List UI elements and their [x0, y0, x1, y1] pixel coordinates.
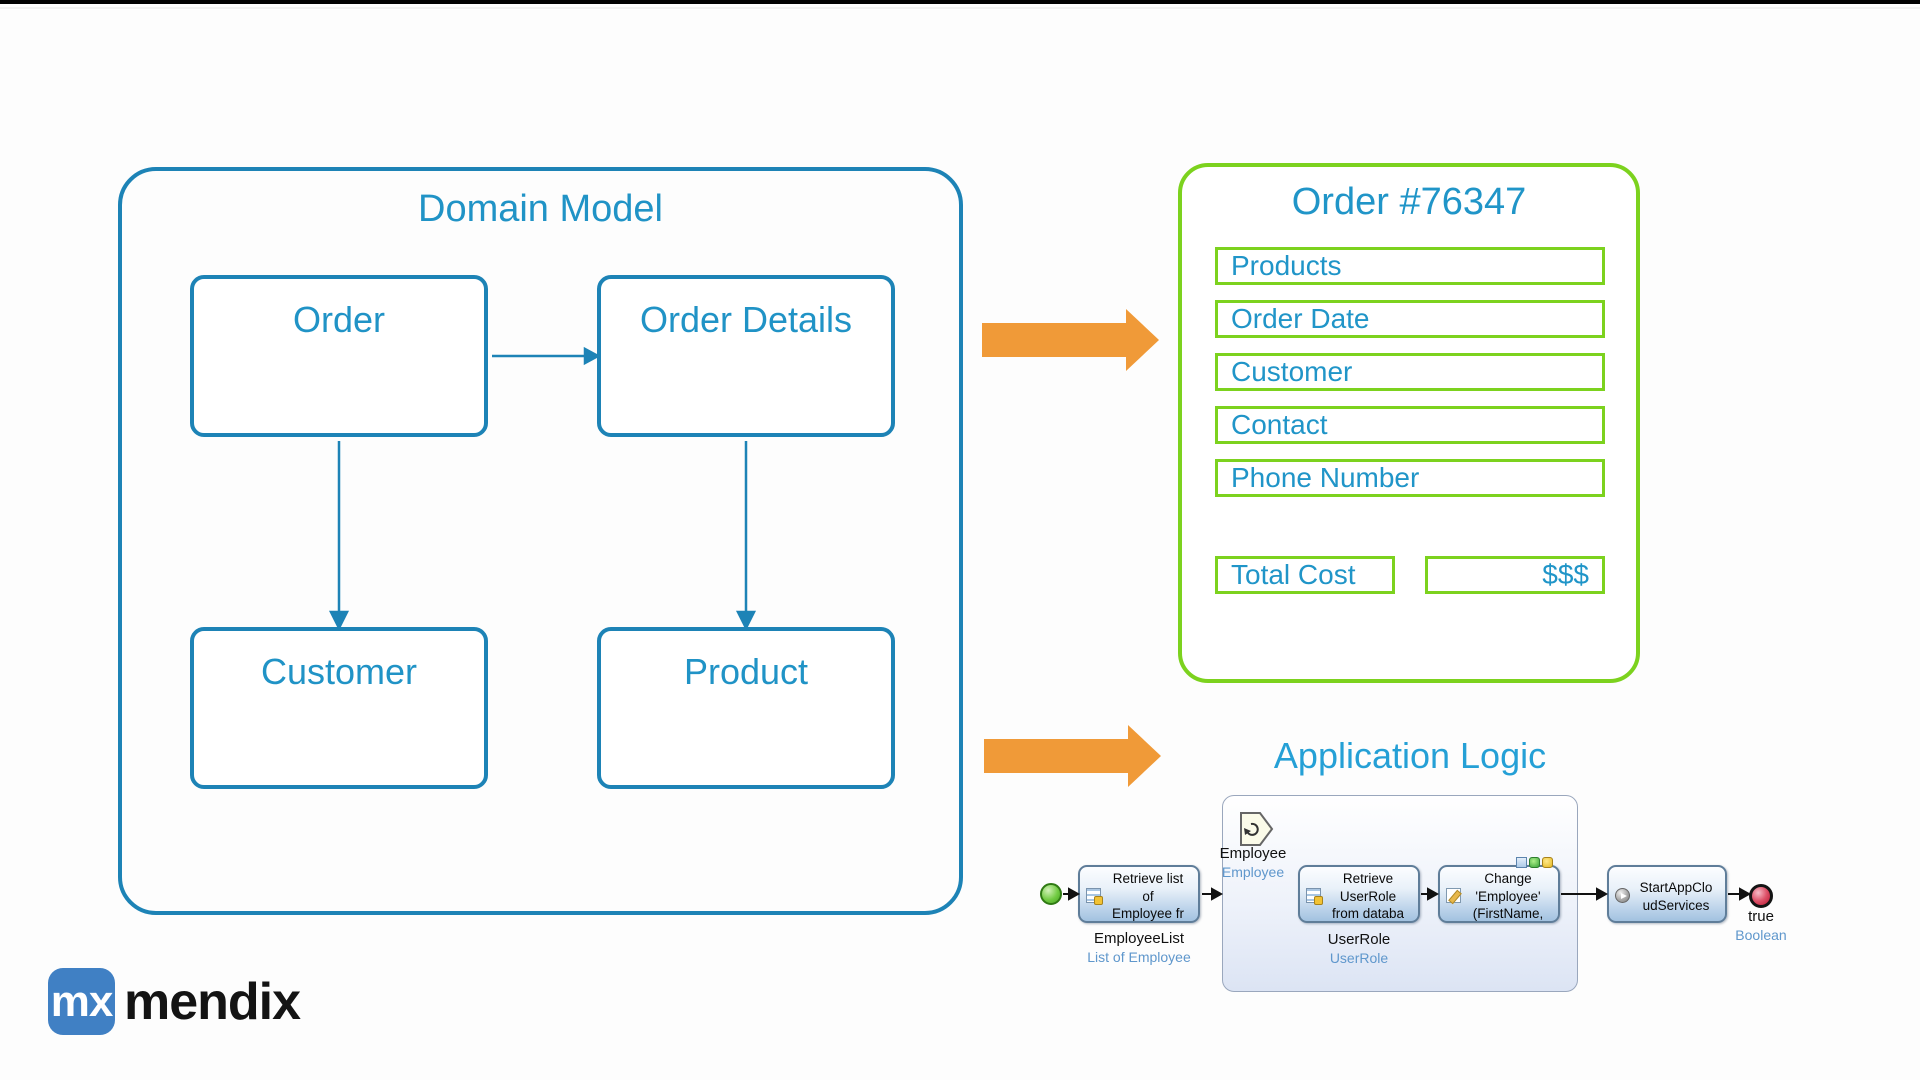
activity-text: Change [1484, 871, 1532, 886]
end-event-value: true [1748, 908, 1774, 925]
arrow-to-order-form [982, 309, 1159, 371]
entity-order-label: Order [292, 299, 386, 340]
end-event-type: Boolean [1735, 927, 1787, 943]
field-total-cost-label: Total Cost [1231, 559, 1356, 590]
activity-text: udServices [1642, 897, 1710, 913]
activity-retrieve-userrole-caption: UserRole UserRole [1288, 931, 1430, 967]
entity-product-label: Product [683, 651, 809, 692]
variable-type: UserRole [1329, 950, 1389, 966]
annotation-name: Employee [1219, 845, 1287, 862]
activity-text: Retrieve [1342, 871, 1394, 886]
entity-order-details-label: Order Details [639, 299, 853, 340]
field-order-date-label: Order Date [1231, 303, 1370, 334]
start-event-icon [1040, 883, 1062, 905]
comment-badge-icon [1542, 857, 1553, 868]
field-products-label: Products [1231, 250, 1342, 281]
activity-text: (FirstName, [1472, 906, 1544, 921]
logo-name-text: mendix [124, 972, 301, 1031]
flow-arrowhead [1211, 887, 1224, 901]
entity-order: Order [190, 275, 488, 437]
field-order-date: Order Date [1215, 300, 1605, 338]
field-contact-label: Contact [1231, 409, 1328, 440]
entity-customer: Customer [190, 627, 488, 789]
variable-type: List of Employee [1087, 949, 1191, 965]
entity-order-details: Order Details [597, 275, 895, 437]
activity-text: Employee fr [1111, 906, 1185, 921]
arrow-to-application-logic [984, 725, 1161, 787]
activity-text: of [1142, 888, 1154, 904]
top-black-bar [0, 0, 1920, 4]
activity-retrieve-employee-list: Retrieve list of Employee fr [1078, 865, 1200, 923]
mendix-logo-wordmark: mendix [124, 968, 301, 1035]
retrieve-list-icon [1086, 888, 1103, 905]
field-contact: Contact [1215, 406, 1605, 444]
end-event-icon [1749, 884, 1773, 908]
field-total-cost-value: $$$ [1425, 556, 1605, 594]
field-customer-label: Customer [1231, 356, 1353, 387]
field-phone-number-label: Phone Number [1231, 462, 1420, 493]
activity-text: 'Employee' [1475, 888, 1541, 904]
variable-name: UserRole [1327, 931, 1391, 948]
window-badge-icon [1516, 857, 1527, 868]
activity-text: StartAppClo [1639, 880, 1713, 895]
activity-badges [1516, 857, 1556, 869]
retrieve-icon [1306, 888, 1323, 905]
flow-arrowhead [1739, 887, 1752, 901]
flow-arrowhead [1596, 887, 1609, 901]
annotation-icon [1240, 812, 1274, 846]
annotation-caption: Employee Employee [1203, 845, 1303, 881]
application-logic-title: Application Logic [1273, 735, 1547, 776]
activity-retrieve-userrole: Retrieve UserRole from databa [1298, 865, 1420, 923]
microflow-call-icon [1615, 888, 1630, 903]
change-object-icon [1446, 888, 1461, 903]
logo-mx-text: mx [50, 976, 114, 1026]
entity-product: Product [597, 627, 895, 789]
field-phone-number: Phone Number [1215, 459, 1605, 497]
order-form-title: Order #76347 [1291, 181, 1527, 223]
field-customer: Customer [1215, 353, 1605, 391]
annotation-entity: Employee [1221, 864, 1285, 880]
mendix-logo-mark: mx [48, 968, 115, 1035]
domain-model-container [118, 167, 963, 915]
variable-name: EmployeeList [1093, 930, 1185, 947]
activity-startappcloudservices: StartAppClo udServices [1607, 865, 1727, 923]
top-divider-line [0, 7, 1920, 9]
field-products: Products [1215, 247, 1605, 285]
total-cost-value: $$$ [1542, 559, 1589, 590]
activity-text: Retrieve list [1112, 871, 1184, 886]
domain-model-title: Domain Model [418, 188, 663, 230]
field-total-cost: Total Cost [1215, 556, 1395, 594]
refresh-badge-icon [1529, 857, 1540, 868]
activity-change-employee: Change 'Employee' (FirstName, [1438, 865, 1560, 923]
activity-retrieve-employee-list-caption: EmployeeList List of Employee [1068, 930, 1210, 966]
flow-arrowhead [1068, 887, 1081, 901]
activity-text: UserRole [1339, 888, 1397, 904]
entity-customer-label: Customer [260, 651, 418, 692]
activity-text: from databa [1331, 906, 1405, 921]
end-event-caption: true Boolean [1711, 908, 1811, 944]
